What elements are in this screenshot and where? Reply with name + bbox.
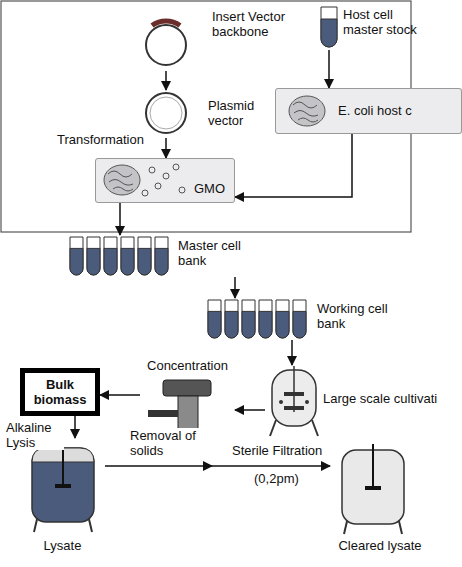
lysate-vessel <box>32 442 94 532</box>
node-label: Lysate <box>20 538 105 553</box>
cleared-vessel <box>342 444 404 534</box>
tube <box>70 248 83 275</box>
arrow <box>165 71 167 90</box>
tube <box>138 248 151 275</box>
lysate: Lysate <box>20 438 105 558</box>
arrow <box>165 138 167 158</box>
tube <box>293 311 306 338</box>
arrow <box>235 134 352 197</box>
master-cell-bank: Master cell bank <box>66 235 251 277</box>
plasmid-insert: Insert Vector backbone <box>140 5 325 71</box>
tubes <box>70 7 337 338</box>
gmo-cells <box>104 165 140 195</box>
tube <box>259 311 272 338</box>
plasmid-backbone <box>146 25 186 65</box>
arrow <box>291 340 293 365</box>
tube <box>208 300 221 338</box>
edge-label: Alkaline Lysis <box>4 420 64 450</box>
tube <box>121 248 134 275</box>
working-cell-bank: Working cell bank <box>205 298 395 340</box>
node-label: Plasmid vector <box>208 98 278 128</box>
arrow <box>105 465 330 467</box>
cultivation: Large scale cultivati <box>265 365 462 435</box>
node-label: Working cell bank <box>317 301 393 331</box>
tube <box>155 237 168 275</box>
node-label: Insert Vector backbone <box>212 9 320 39</box>
tube <box>138 237 151 275</box>
tube <box>225 311 238 338</box>
bulk-biomass: Bulk biomass <box>20 368 100 416</box>
node-label: Host cell master stock <box>343 7 431 37</box>
plasmid-inner <box>150 97 182 129</box>
node-label: E. coli host c <box>338 103 458 118</box>
ecoli-cells <box>289 96 325 126</box>
tube <box>225 300 238 338</box>
tube <box>242 300 255 338</box>
node-label: Large scale cultivati <box>323 391 459 406</box>
tube <box>121 237 134 275</box>
process-note: (0,2pm) <box>252 471 301 486</box>
node-label: GMO <box>194 181 232 196</box>
cleared-lysate: Cleared lysate <box>330 438 430 558</box>
plasmid-vector: Plasmid vector <box>140 90 290 138</box>
host-dish: E. coli host c <box>275 88 462 134</box>
tube <box>70 237 83 275</box>
tube <box>155 248 168 275</box>
arrow <box>119 203 121 235</box>
edge-label: Removal of solids <box>128 428 214 458</box>
node-label: Bulk biomass <box>25 377 95 407</box>
arrow <box>235 409 265 411</box>
host-stock: Host cell master stock <box>305 3 460 50</box>
tube <box>87 237 100 275</box>
tube <box>87 248 100 275</box>
tube <box>242 311 255 338</box>
tube <box>208 311 221 338</box>
arrow <box>74 416 76 438</box>
tube <box>104 237 117 275</box>
tube <box>259 300 272 338</box>
node-label: Concentration <box>140 358 235 373</box>
tube <box>293 300 306 338</box>
fermenter <box>270 366 318 436</box>
ecoli-dish-fill <box>275 88 462 134</box>
tube <box>321 19 337 47</box>
insert-fragment <box>152 21 180 26</box>
process-note: Sterile Filtration <box>230 443 324 458</box>
tube <box>276 311 289 338</box>
gmo-dish: GMO <box>95 158 235 203</box>
arrow <box>234 277 236 298</box>
edge-label: Transformation <box>55 132 146 147</box>
gmo-texture <box>108 171 133 191</box>
gmo-dish-fill <box>95 158 235 203</box>
plasmid-vector <box>146 93 186 133</box>
gmo-plasmids <box>142 164 185 196</box>
node-label: Cleared lysate <box>330 538 430 553</box>
tube <box>321 7 337 47</box>
arrow <box>100 394 140 396</box>
tube <box>276 300 289 338</box>
ecoli-texture <box>293 102 318 122</box>
node-label: Master cell bank <box>178 238 250 268</box>
arrow <box>328 50 330 88</box>
tube <box>104 248 117 275</box>
